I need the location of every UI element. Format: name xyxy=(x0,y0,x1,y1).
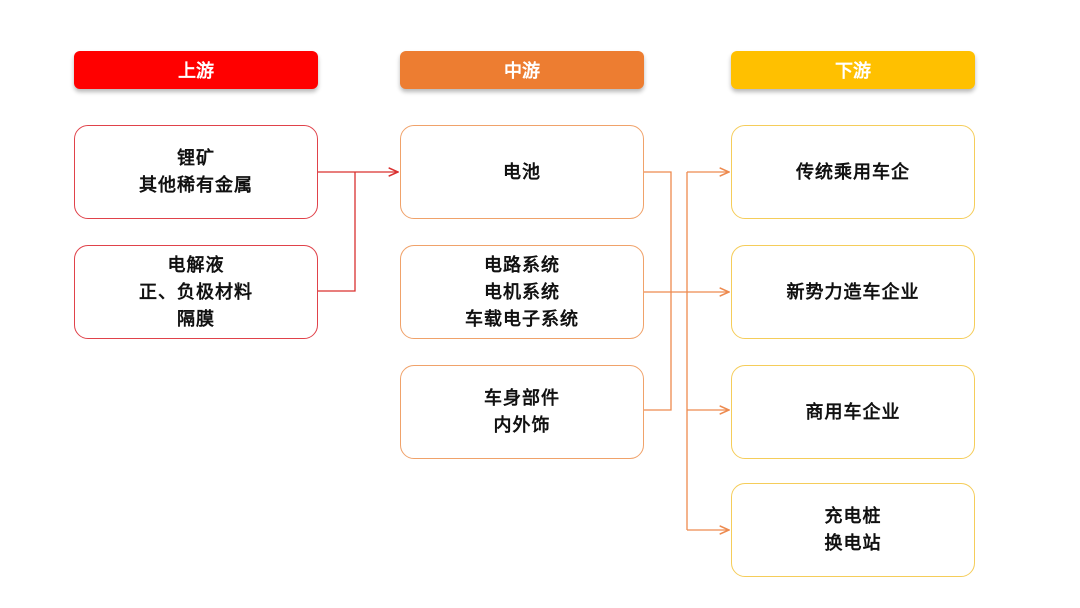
midstream-header-label: 中游 xyxy=(504,61,540,82)
midstream-box-body: 车身部件 内外饰 xyxy=(400,365,644,459)
box-line: 商用车企业 xyxy=(805,401,901,423)
box-line: 传统乘用车企 xyxy=(796,161,910,183)
box-line: 锂矿 xyxy=(177,148,215,169)
box-line: 电池 xyxy=(503,161,541,183)
downstream-header: 下游 xyxy=(731,51,975,89)
box-line: 新势力造车企业 xyxy=(786,281,920,303)
box-line: 电路系统 xyxy=(484,254,560,276)
downstream-box-new-forces: 新势力造车企业 xyxy=(731,245,975,339)
box-line: 其他稀有金属 xyxy=(139,175,253,196)
downstream-box-commercial: 商用车企业 xyxy=(731,365,975,459)
upstream-box-lithium: 锂矿 其他稀有金属 xyxy=(74,125,318,219)
box-line: 隔膜 xyxy=(177,308,215,330)
midstream-box-battery: 电池 xyxy=(400,125,644,219)
downstream-header-label: 下游 xyxy=(835,61,871,82)
box-line: 内外饰 xyxy=(493,415,551,436)
downstream-box-charging: 充电桩 换电站 xyxy=(731,483,975,577)
box-line: 电机系统 xyxy=(484,281,560,303)
midstream-connector xyxy=(644,172,729,530)
upstream-header: 上游 xyxy=(74,51,318,89)
upstream-connector xyxy=(318,172,398,292)
upstream-box-materials: 电解液 正、负极材料 隔膜 xyxy=(74,245,318,339)
box-line: 电解液 xyxy=(167,254,225,276)
box-line: 车身部件 xyxy=(484,388,560,409)
box-line: 换电站 xyxy=(824,533,882,554)
box-line: 正、负极材料 xyxy=(139,281,253,303)
upstream-header-label: 上游 xyxy=(178,61,214,82)
downstream-box-traditional: 传统乘用车企 xyxy=(731,125,975,219)
midstream-header: 中游 xyxy=(400,51,644,89)
midstream-box-systems: 电路系统 电机系统 车载电子系统 xyxy=(400,245,644,339)
box-line: 充电桩 xyxy=(824,506,882,527)
box-line: 车载电子系统 xyxy=(465,308,579,330)
